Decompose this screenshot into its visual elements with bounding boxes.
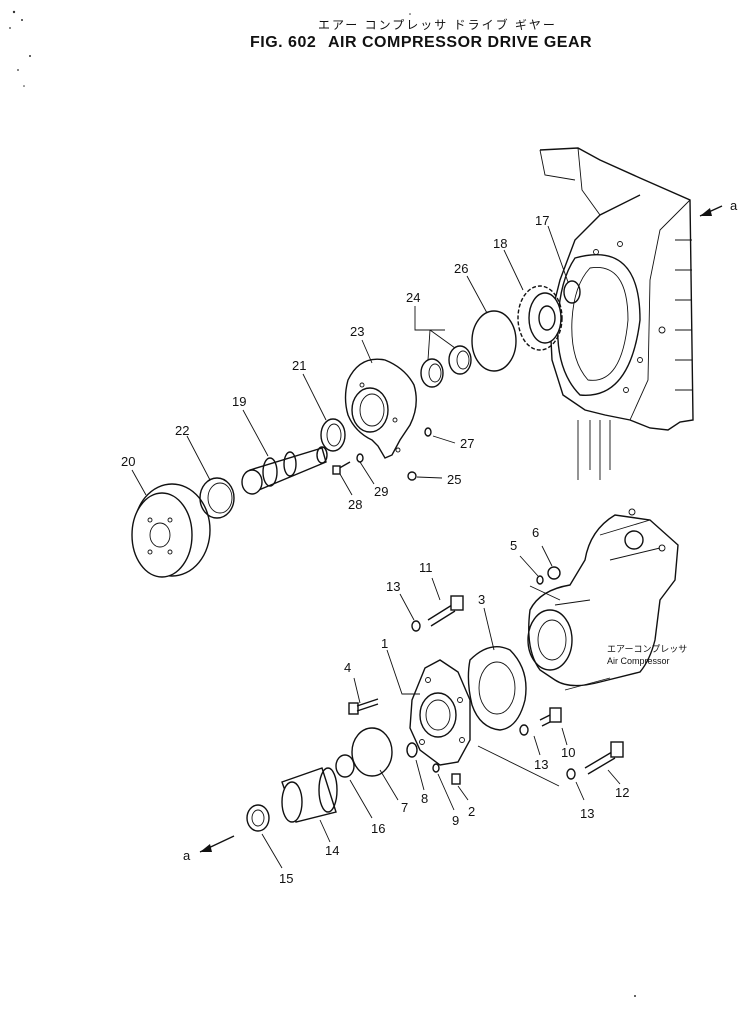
callout-8: 8	[421, 791, 428, 806]
part-22-bearing	[199, 477, 235, 519]
part-24-bushings	[420, 345, 472, 388]
part-13-washer-mid	[519, 724, 529, 736]
figure-title: AIR COMPRESSOR DRIVE GEAR	[328, 34, 592, 51]
callout-7: 7	[401, 800, 408, 815]
part-2-plug	[451, 773, 461, 785]
part-21-seal	[320, 418, 346, 452]
part-28-bolt	[332, 461, 351, 475]
view-marker-bottom: a	[183, 848, 191, 863]
part-11-bolt	[427, 595, 464, 627]
part-15-bearing	[246, 804, 270, 832]
callout-17: 17	[535, 213, 549, 228]
compressor-label-jp: エアーコンプレッサ	[607, 644, 687, 654]
part-8-ring	[406, 742, 418, 758]
scan-specks	[9, 10, 636, 997]
callout-5: 5	[510, 538, 517, 553]
callout-24: 24	[406, 290, 420, 305]
callout-21: 21	[292, 358, 306, 373]
part-20-pulley	[131, 483, 211, 578]
part-16-ring	[335, 754, 355, 778]
part-4-bolt	[348, 698, 379, 715]
part-13-washer-top	[411, 620, 421, 632]
part-14-sleeve	[281, 767, 338, 823]
air-compressor-body	[527, 508, 679, 691]
leader-lines	[131, 225, 621, 869]
callout-19: 19	[232, 394, 246, 409]
callout-2: 2	[468, 804, 475, 819]
view-arrow-top	[699, 205, 723, 217]
figure-number: FIG. 602	[250, 34, 316, 51]
part-27-ring	[424, 427, 432, 437]
callout-11: 11	[419, 560, 433, 575]
callout-16: 16	[371, 821, 385, 836]
japanese-title: エアー コンプレッサ ドライブ ギヤー	[318, 17, 557, 32]
callout-13-mid: 13	[534, 757, 548, 772]
part-19-shaft	[241, 446, 328, 495]
callout-15: 15	[279, 871, 293, 886]
part-6-nut	[547, 566, 561, 580]
compressor-label-en: Air Compressor	[607, 656, 670, 666]
callout-6: 6	[532, 525, 539, 540]
part-12-bolt	[584, 741, 624, 775]
callout-28: 28	[348, 497, 362, 512]
callout-13: 13	[386, 579, 400, 594]
part-13-washer-low	[566, 768, 576, 780]
callout-27: 27	[460, 436, 474, 451]
view-marker-top: a	[730, 198, 738, 213]
part-3-gasket	[467, 646, 527, 731]
view-arrow-bottom	[199, 835, 235, 853]
callout-13-low: 13	[580, 806, 594, 821]
part-7-o-ring	[351, 727, 393, 777]
part-5-washer	[536, 575, 544, 585]
part-26-o-ring	[471, 310, 517, 372]
callout-14: 14	[325, 843, 339, 858]
callout-1: 1	[381, 636, 388, 651]
part-23-cover	[344, 358, 417, 459]
callout-29: 29	[374, 484, 388, 499]
callout-26: 26	[454, 261, 468, 276]
callout-22: 22	[175, 423, 189, 438]
part-17-ring	[563, 280, 581, 304]
callout-9: 9	[452, 813, 459, 828]
callout-18: 18	[493, 236, 507, 251]
callout-25: 25	[447, 472, 461, 487]
callout-23: 23	[350, 324, 364, 339]
part-10-bolt	[539, 707, 562, 727]
callout-10: 10	[561, 745, 575, 760]
gear-housing	[539, 147, 694, 480]
part-18-gear	[517, 285, 563, 351]
part-29-washer	[356, 453, 364, 463]
callout-20: 20	[121, 454, 135, 469]
part-1-flange	[409, 659, 471, 766]
callout-3: 3	[478, 592, 485, 607]
part-9-washer	[432, 763, 440, 773]
callout-4: 4	[344, 660, 351, 675]
part-25-nut	[407, 471, 417, 481]
callout-12: 12	[615, 785, 629, 800]
